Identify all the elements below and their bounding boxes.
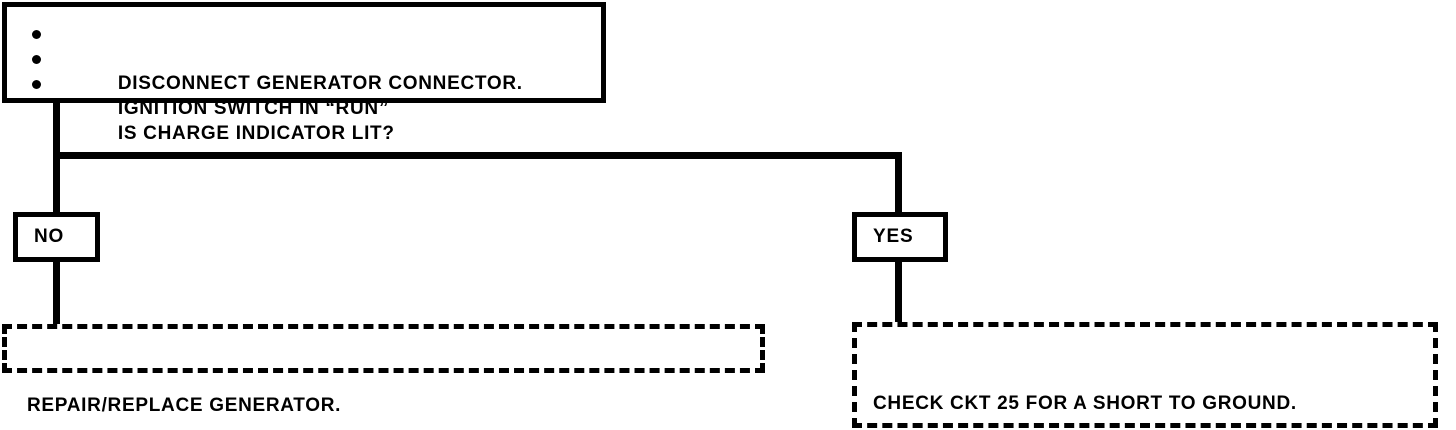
test-step-text: IS CHARGE INDICATOR LIT?: [117, 123, 395, 144]
connector-yes-to-action: [895, 258, 902, 328]
test-step-text: DISCONNECT GENERATOR CONNECTOR.: [117, 73, 523, 94]
connector-bus-to-no: [53, 152, 60, 214]
action-text-repair-replace-generator: REPAIR/REPLACE GENERATOR.: [27, 338, 341, 430]
connector-bus-to-yes: [895, 152, 902, 214]
test-conditions-box: DISCONNECT GENERATOR CONNECTOR. IGNITION…: [2, 2, 606, 144]
action-line: CHECK CKT 25 FOR A SHORT TO GROUND.: [873, 393, 1297, 414]
list-item: IS CHARGE INDICATOR LIT?: [29, 71, 523, 144]
branch-label-yes: YES: [873, 226, 914, 247]
connector-test-to-bus: [53, 100, 60, 158]
action-line: REPAIR/REPLACE GENERATOR.: [27, 395, 342, 416]
branch-label-no: NO: [34, 226, 65, 247]
list-item: DISCONNECT GENERATOR CONNECTOR.: [29, 21, 523, 94]
test-step-text: IGNITION SWITCH IN “RUN”: [117, 98, 390, 119]
action-text-check-ckt-25: CHECK CKT 25 FOR A SHORT TO GROUND. IF O…: [873, 336, 1297, 430]
test-conditions-list: DISCONNECT GENERATOR CONNECTOR. IGNITION…: [29, 21, 523, 144]
action-box-check-ckt-25: CHECK CKT 25 FOR A SHORT TO GROUND. IF O…: [852, 322, 1438, 428]
connector-no-to-action: [53, 258, 60, 328]
action-box-repair-replace-generator: REPAIR/REPLACE GENERATOR.: [2, 324, 765, 416]
bullet-icon: [32, 55, 41, 64]
bullet-icon: [32, 80, 41, 89]
list-item: IGNITION SWITCH IN “RUN”: [29, 46, 523, 119]
bullet-icon: [32, 30, 41, 39]
branch-node-yes: YES: [852, 212, 948, 262]
branch-node-no: NO: [13, 212, 100, 262]
connector-bus: [53, 152, 902, 159]
